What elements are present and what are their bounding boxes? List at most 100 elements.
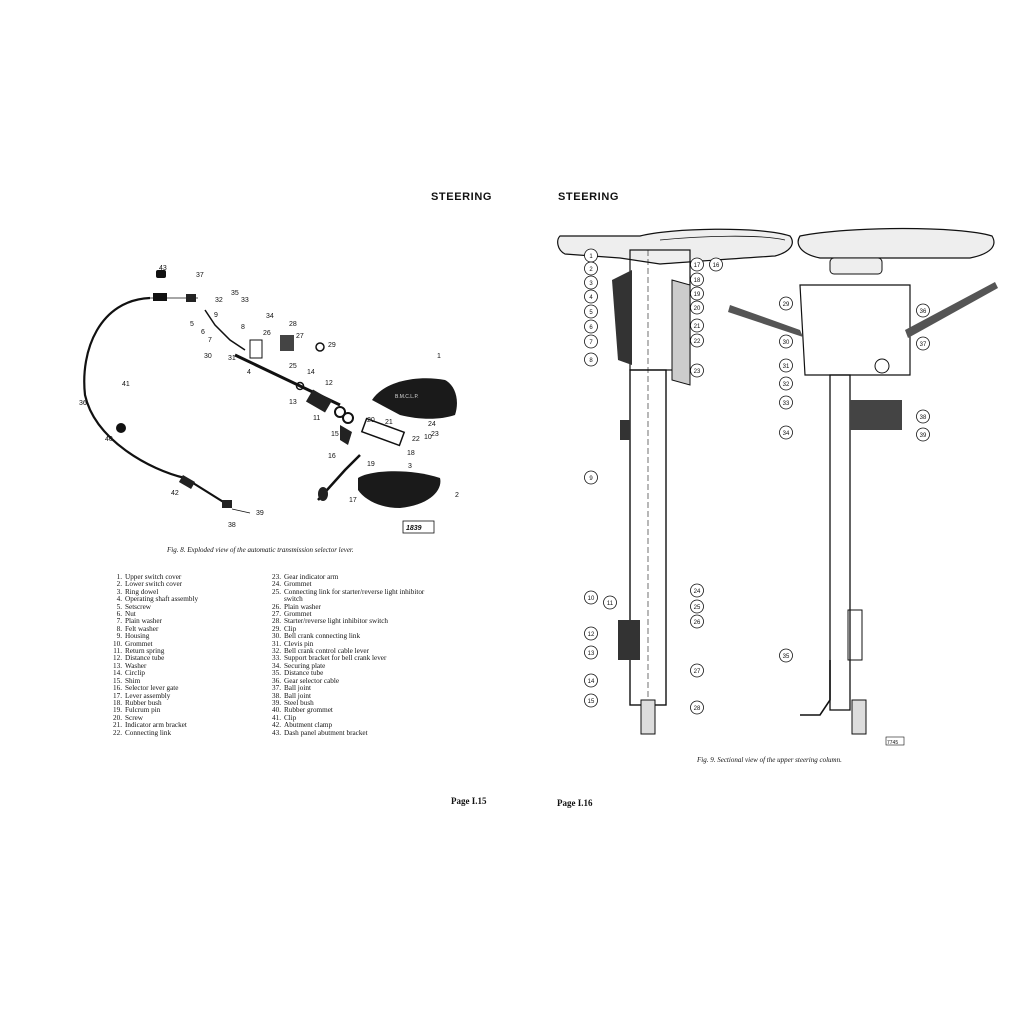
fig9-callout-33: 33 (783, 401, 790, 407)
dash-bracket (153, 293, 167, 301)
part-number: 33. (272, 654, 281, 663)
parts-list-item: 34.Securing plate (269, 662, 439, 670)
fig9-callouts: 1234567891011121314151617181920212223242… (584, 248, 930, 715)
fig9-callout-2: 2 (589, 267, 593, 273)
fig8-callout-19: 19 (367, 461, 375, 468)
part-name: Operating shaft assembly (125, 595, 199, 604)
part-name: Clevis pin (284, 639, 314, 648)
fig8-callout-16: 16 (328, 453, 336, 460)
fig8-callout-10: 10 (424, 434, 432, 441)
part-name: Grommet (284, 610, 312, 619)
fig9-callout-18: 18 (694, 278, 701, 284)
fig9-callout-circle-9 (584, 470, 598, 485)
fig8-callout-12: 12 (325, 380, 333, 387)
fig9-callout-circle-32 (779, 376, 793, 391)
fig9-callout-12: 12 (588, 632, 595, 638)
parts-list-item: 25.Connecting link for starter/reverse l… (269, 587, 439, 604)
switch-cover-front (799, 284, 911, 376)
fig9-callout-circle-18 (690, 272, 704, 287)
fig9-callout-circle-24 (690, 583, 704, 598)
part-name: Abutment clamp (284, 721, 333, 730)
fig9-callout-22: 22 (694, 339, 701, 345)
fig9-callout-36: 36 (920, 309, 927, 315)
fig9-callout-circle-28 (690, 700, 704, 715)
part-number: 38. (272, 691, 281, 700)
fig9-callout-circle-16 (709, 257, 723, 272)
fig8-callout-8: 8 (241, 324, 245, 331)
fig8-callout-23: 23 (431, 431, 439, 438)
fig8-callout-7: 7 (208, 337, 212, 344)
lower-mount (618, 620, 640, 660)
fig8-callout-29: 29 (328, 342, 336, 349)
parts-list-item: 37.Ball joint (269, 684, 439, 693)
plate-box-fig9 (885, 736, 905, 746)
fig8-callout-21: 21 (385, 419, 393, 426)
part-number: 12. (113, 654, 122, 663)
parts-list-item: 17.Lever assembly (110, 692, 270, 700)
fig9-callout-19: 19 (694, 292, 701, 298)
parts-list-item: 16.Selector lever gate (110, 684, 270, 693)
plate-box-fig8 (402, 520, 435, 534)
part-name: Gear indicator arm (284, 573, 339, 581)
parts-list-item: 12.Distance tube (110, 654, 270, 663)
fig9-callout-circle-3 (584, 275, 598, 290)
part-name: Screw (125, 713, 143, 722)
lower-switch-cover (358, 471, 441, 508)
fig8-callout-41: 41 (122, 381, 130, 388)
parts-list-item: 11.Return spring (110, 647, 270, 655)
fig9-callout-34: 34 (783, 431, 790, 437)
fig8-callout-18: 18 (407, 450, 415, 457)
part-number: 37. (272, 684, 281, 693)
fig8-callout-20: 20 (367, 417, 375, 424)
parts-list-item: 5.Setscrew (110, 602, 270, 611)
fig9-callout-circle-37 (916, 336, 930, 351)
part-number: 32. (272, 647, 281, 656)
part-name: Plain washer (125, 617, 162, 626)
parts-list-item: 15.Shim (110, 677, 270, 685)
fig8-callout-43: 43 (159, 265, 167, 272)
parts-list-item: 10.Grommet (110, 640, 270, 648)
fig8-callout-35: 35 (231, 290, 239, 297)
inhibitor-switch (280, 335, 294, 351)
fig9-callout-circle-25 (690, 599, 704, 614)
part-number: 5. (116, 602, 122, 611)
fig9-callout-10: 10 (588, 596, 595, 602)
fig9-callout-circle-36 (916, 303, 930, 318)
part-number: 4. (116, 595, 122, 604)
part-name: Selector lever gate (125, 684, 179, 693)
fig8-callout-6: 6 (201, 329, 205, 336)
indicator-stalk-right (905, 282, 998, 338)
part-number: 29. (272, 624, 281, 633)
fig9-callout-28: 28 (694, 706, 701, 712)
part-name: Rubber bush (125, 698, 162, 707)
parts-list-item: 8.Felt washer (110, 625, 270, 633)
bell-crank (204, 309, 246, 351)
fig9-callout-4: 4 (589, 295, 593, 301)
parts-list-item: 3.Ring dowel (110, 587, 270, 596)
part-number: 30. (272, 632, 281, 641)
parts-list-item: 6.Nut (110, 610, 270, 618)
fig9-callout-circle-33 (779, 395, 793, 410)
fig9-caption: Fig. 9. Sectional view of the upper stee… (697, 756, 842, 764)
fig9-callout-circle-26 (690, 614, 704, 629)
part-name: Plain washer (284, 602, 321, 611)
selector-rod (800, 660, 831, 716)
fig8-callout-11: 11 (313, 415, 320, 422)
part-name: Ring dowel (125, 587, 159, 596)
spring-stack (295, 381, 354, 424)
parts-list-item: 23.Gear indicator arm (269, 573, 439, 581)
fig9-callout-circle-19 (690, 286, 704, 301)
part-name: Upper switch cover (125, 573, 182, 581)
part-name: Gear selector cable (284, 676, 340, 685)
parts-list-item: 40.Rubber grommet (269, 706, 439, 714)
fig9-callout-circle-27 (690, 663, 704, 678)
parts-list-item: 30.Bell crank connecting link (269, 632, 439, 641)
part-name: Grommet (284, 580, 312, 589)
part-number: 25. (272, 587, 281, 596)
fig9-callout-circle-8 (584, 352, 598, 367)
parts-list-item: 32.Bell crank control cable lever (269, 647, 439, 656)
fig8-callout-28: 28 (289, 321, 297, 328)
page-heading-left: STEERING (431, 191, 493, 203)
parts-list-item: 31.Clevis pin (269, 639, 439, 648)
parts-list-item: 13.Washer (110, 662, 270, 670)
